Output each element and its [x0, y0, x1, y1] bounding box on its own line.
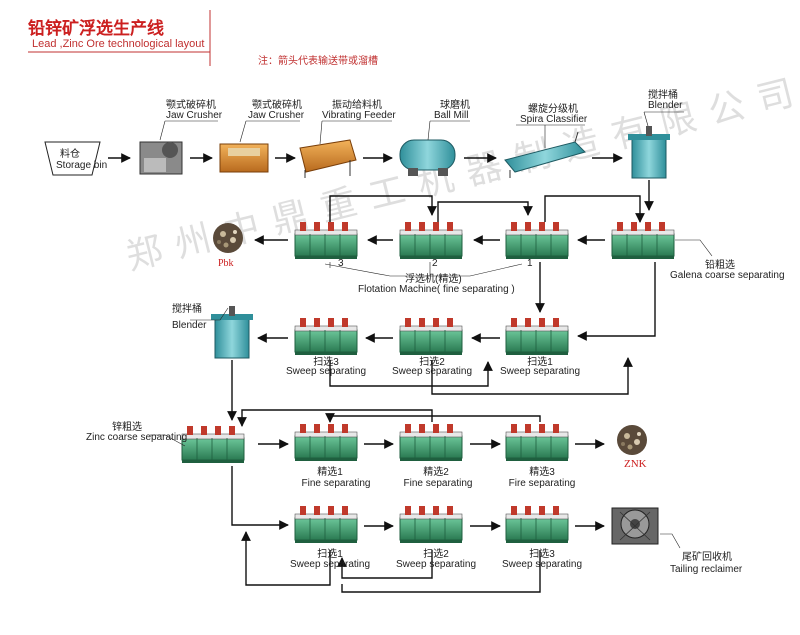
sweep-cell-z1: [294, 505, 358, 544]
znk-concentrate-icon: [617, 425, 647, 455]
spiral-classifier-label-en: Spira Classifier: [520, 114, 588, 125]
sweep-cell-2-top: [399, 317, 463, 356]
pbk-concentrate-icon: [213, 223, 243, 253]
blender-2-label-en: Blender: [172, 320, 207, 331]
sweep-cell-z3: [505, 505, 569, 544]
page-title-en: Lead ,Zinc Ore technological layout: [32, 38, 205, 50]
galena-coarse-label-zh: 铅粗选: [705, 260, 735, 271]
page-title-zh: 铅锌矿浮选生产线: [28, 19, 164, 39]
sweep-z3-label-zh: 扫选3: [529, 549, 555, 560]
zinc-coarse-label-en: Zinc coarse separating: [86, 432, 188, 443]
fine-cell-1-number: 1: [527, 258, 533, 269]
fine-cell-z2: [399, 423, 463, 462]
fine-flotation-label-zh: 浮选机(精选): [405, 274, 462, 285]
vibrating-feeder-label-en: Vibrating Feeder: [322, 110, 396, 121]
fine-cell-3: [294, 221, 358, 260]
fine-z2-label-zh: 精选2: [423, 467, 449, 478]
sweep-z1-label-en: Sweep separating: [289, 559, 371, 570]
galena-coarse-label-en: Galena coarse separating: [670, 270, 785, 281]
blender-1: [628, 126, 670, 179]
vibrating-feeder: [299, 139, 357, 178]
sweep-z1-label-zh: 扫选1: [317, 549, 343, 560]
fine-cell-z1: [294, 423, 358, 462]
fine-z3-label-zh: 精选3: [529, 467, 555, 478]
blender-1-label-zh: 搅拌桶: [648, 90, 678, 101]
znk-label: ZNK: [624, 458, 647, 470]
tailing-reclaimer-label-zh: 尾矿回收机: [682, 552, 732, 563]
sweep-z2-label-zh: 扫选2: [423, 549, 449, 560]
blender-2-label-zh: 搅拌桶: [172, 304, 202, 315]
spiral-classifier: [504, 131, 586, 178]
sweep-cell-3-top: [294, 317, 358, 356]
jaw-crusher-1-label-en: Jaw Crusher: [166, 110, 223, 121]
storage-bin: [44, 141, 101, 176]
tailing-reclaimer: [611, 507, 659, 545]
fine-flotation-label-en: Flotation Machine( fine separating ): [358, 284, 515, 295]
fine-cell-z3: [505, 423, 569, 462]
galena-coarse-cell: [611, 221, 675, 260]
sweep-2-top-label-en: Sweep separating: [391, 366, 473, 377]
jaw-crusher-2: [219, 143, 269, 173]
jaw-crusher-2-label-zh: 颚式破碎机: [252, 100, 302, 111]
fine-z2-label-en: Fine separating: [403, 478, 473, 489]
fine-cell-1: [505, 221, 569, 260]
fine-z3-label-en: Fire separating: [508, 478, 576, 489]
sweep-1-top-label-zh: 扫选1: [527, 357, 553, 368]
fine-z1-label-en: Fine separating: [301, 478, 371, 489]
vibrating-feeder-label-zh: 振动给料机: [332, 100, 382, 111]
storage-bin-label-en: Storage bin: [56, 160, 108, 171]
ball-mill: [399, 139, 456, 176]
zinc-coarse-label-zh: 锌粗选: [112, 422, 142, 433]
ball-mill-label-en: Ball Mill: [434, 110, 469, 121]
storage-bin-label-zh: 料仓: [60, 149, 80, 160]
blender-1-label-en: Blender: [648, 100, 683, 111]
ball-mill-label-zh: 球磨机: [440, 100, 470, 111]
sweep-z3-label-en: Sweep separating: [501, 559, 583, 570]
sweep-1-top-label-en: Sweep separating: [499, 366, 581, 377]
sweep-3-top-label-en: Sweep separating: [285, 366, 367, 377]
legend-note: 注：箭头代表输送带或溜槽: [258, 56, 378, 67]
sweep-2-top-label-zh: 扫选2: [419, 357, 445, 368]
sweep-cell-z2: [399, 505, 463, 544]
tailing-reclaimer-label-en: Tailing reclaimer: [670, 564, 743, 575]
zinc-coarse-cell: [181, 425, 245, 464]
sweep-3-top-label-zh: 扫选3: [313, 357, 339, 368]
fine-cell-2-number: 2: [432, 258, 438, 269]
fine-cell-2: [399, 221, 463, 260]
pbk-label: Pbk: [218, 258, 234, 269]
spiral-classifier-label-zh: 螺旋分级机: [528, 104, 578, 115]
fine-cell-3-number: 3: [338, 258, 344, 269]
jaw-crusher-1: [139, 141, 183, 175]
jaw-crusher-2-label-en: Jaw Crusher: [248, 110, 305, 121]
blender-2: [211, 306, 253, 359]
fine-z1-label-zh: 精选1: [317, 467, 343, 478]
jaw-crusher-1-label-zh: 颚式破碎机: [166, 100, 216, 111]
sweep-z2-label-en: Sweep separating: [395, 559, 477, 570]
sweep-cell-1-top: [505, 317, 569, 356]
